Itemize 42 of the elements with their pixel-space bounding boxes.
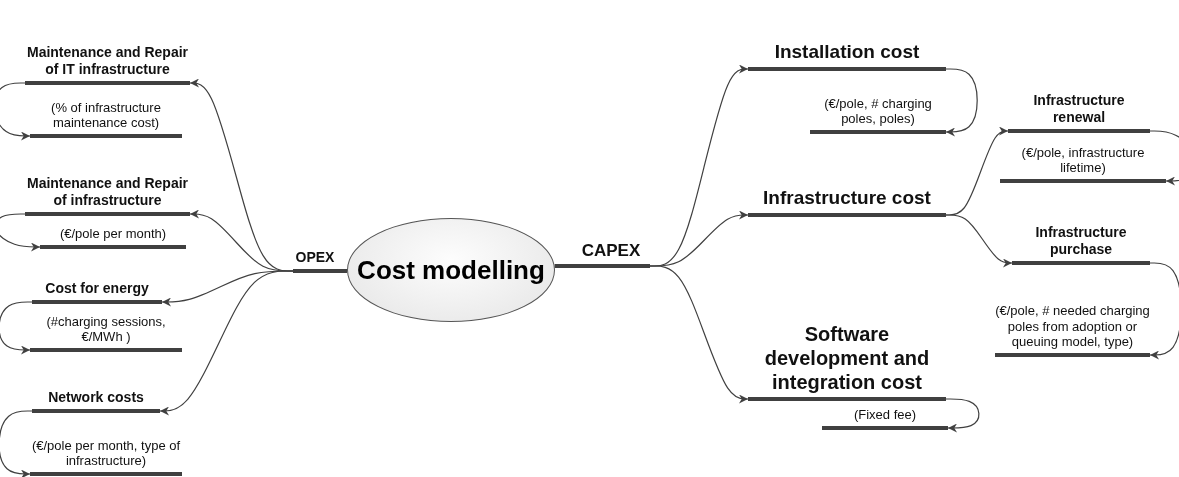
topic-underline [25,175,190,216]
branch-bar [337,269,347,273]
topic-underline [1012,224,1150,265]
node-label: (€/pole per month, type of infrastructure) [30,437,182,469]
topic-title: Cost modelling [357,254,545,286]
node-label: CAPEX [580,240,642,261]
curved-arrow [0,410,33,477]
node-label: Maintenance and Repair of IT infrastructure [25,44,189,78]
node-label: (€/pole per month) [58,226,168,242]
node-label: Infrastructure renewal [1032,92,1126,126]
node-label: (Fixed fee) [852,407,918,423]
node-label: (€/pole, # needed charging poles from adoption or queuing model, type) [995,303,1150,350]
node-label: Cost for energy [44,280,150,297]
curved-arrow [0,301,33,355]
topic-underline [1008,92,1150,133]
node-label: (% of infrastructure maintenance cost) [50,99,162,131]
node-label: Network costs [47,389,145,406]
curved-arrow [945,214,1013,268]
curved-arrow [0,82,31,141]
node-label: Software development and integration cost [763,322,931,394]
topic-underline [25,44,190,85]
detail-underline [40,226,186,249]
curved-arrow [1149,262,1179,360]
curved-arrow [649,265,749,404]
curved-arrow [945,68,978,137]
node-label: (#charging sessions, €/MWh ) [45,313,167,345]
curved-arrow [0,213,41,252]
node-label: (€/pole, # charging poles, poles) [823,95,933,127]
node-label: Infrastructure cost [762,187,932,210]
node-label: OPEX [294,249,336,266]
topic-underline [293,249,337,273]
topic-underline [32,389,160,413]
curved-arrow [159,270,294,416]
node-label: (€/pole, infrastructure lifetime) [1020,144,1146,176]
node-label: Installation cost [773,41,921,64]
detail-underline [822,407,948,430]
topic-underline [32,280,162,304]
curved-arrow [1149,130,1179,186]
branch-bar [554,264,572,268]
node-label: Infrastructure purchase [1034,224,1128,258]
node-label: Maintenance and Repair of infrastructure [25,175,189,209]
curved-arrow [945,398,980,433]
